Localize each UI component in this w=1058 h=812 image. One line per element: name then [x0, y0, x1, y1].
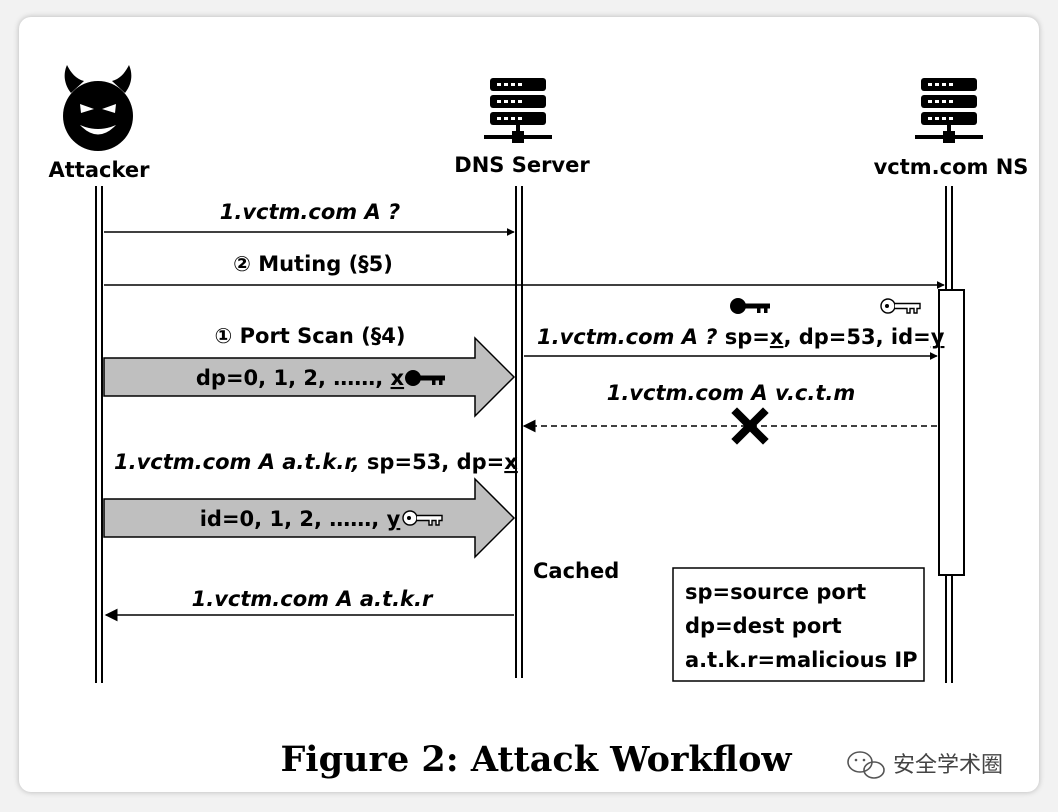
legend-item: a.t.k.r=malicious IP	[685, 648, 918, 672]
forged-response-label: 1.vctm.com A a.t.k.r, sp=53, dp=x	[114, 450, 518, 474]
cached-label: Cached	[533, 559, 619, 583]
ns-response-label: 1.vctm.com A v.c.t.m	[607, 381, 856, 405]
legend-box	[672, 567, 925, 682]
cross-icon	[731, 407, 769, 445]
final-response-label: 1.vctm.com A a.t.k.r	[192, 587, 434, 611]
ns-server-icon	[915, 78, 983, 143]
watermark-text: 安全学术圈	[893, 753, 1003, 778]
ns-activation-box	[938, 289, 965, 576]
port-scan-label: ① Port Scan (§4)	[215, 324, 406, 348]
figure-caption: Figure 2: Attack Workflow	[280, 739, 792, 780]
key-outline-icon	[880, 298, 921, 314]
sequence-diagram: Attacker DNS Server vctm.com NS 1.vctm.c…	[49, 65, 1029, 780]
forward-query-label: 1.vctm.com A ? sp=x, dp=53, id=y	[537, 325, 945, 349]
query-label: 1.vctm.com A ?	[220, 200, 400, 224]
ns-label: vctm.com NS	[874, 155, 1029, 179]
attacker-label: Attacker	[49, 158, 151, 182]
id-payload-label: id=0, 1, 2, ……, y	[200, 507, 401, 531]
dns-server-icon	[484, 78, 552, 143]
legend-item: dp=dest port	[685, 614, 842, 638]
legend-item: sp=source port	[685, 580, 866, 604]
muting-label: ② Muting (§5)	[233, 252, 393, 276]
scan-payload-label: dp=0, 1, 2, ……, x	[196, 366, 405, 390]
id-guess-block-arrow	[103, 477, 516, 559]
port-scan-block-arrow	[103, 336, 516, 418]
dns-server-label: DNS Server	[454, 153, 590, 177]
figure-card: Attacker DNS Server vctm.com NS 1.vctm.c…	[19, 17, 1039, 792]
wechat-icon	[847, 751, 885, 779]
devil-face-icon	[63, 65, 133, 151]
key-icon	[730, 298, 770, 314]
